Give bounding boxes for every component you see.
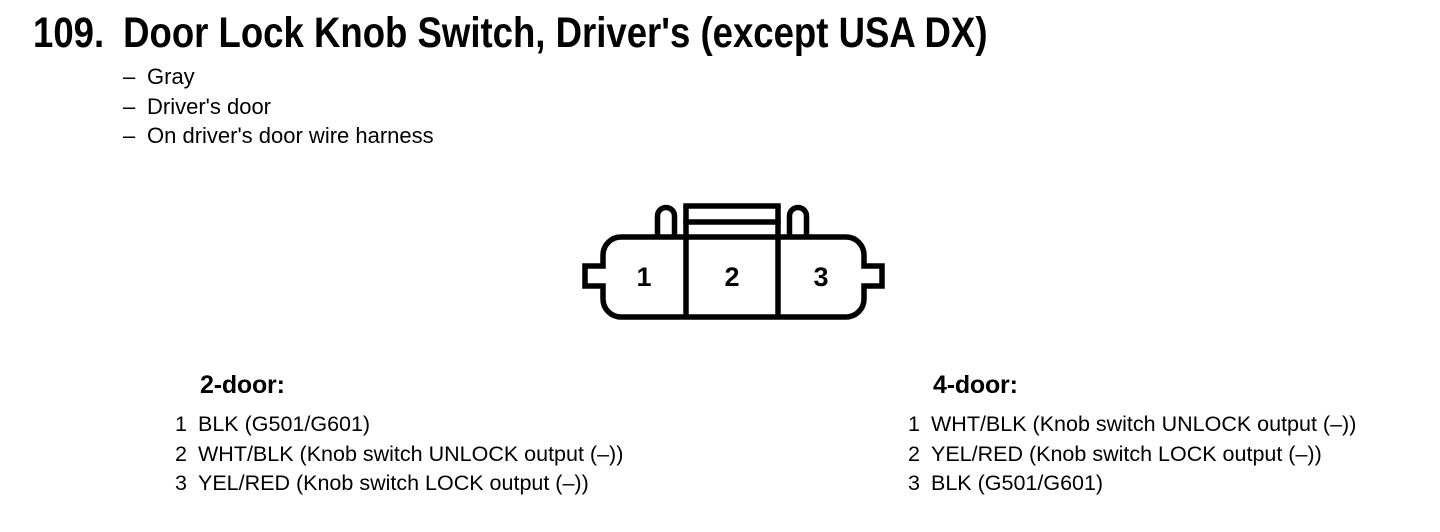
pinout-row: 3 BLK (G501/G601): [908, 469, 1356, 499]
pin-number: 1: [908, 412, 920, 436]
wire-description: YEL/RED (Knob switch LOCK output (–)): [198, 471, 589, 495]
wire-description: WHT/BLK (Knob switch UNLOCK output (–)): [931, 412, 1357, 436]
wire-description: WHT/BLK (Knob switch UNLOCK output (–)): [198, 441, 624, 466]
pin-3-label: 3: [813, 262, 828, 292]
pin-number: 1: [175, 412, 187, 436]
pinout-4door-rows: 1 WHT/BLK (Knob switch UNLOCK output (–)…: [908, 410, 1356, 499]
pinout-row: 2 WHT/BLK (Knob switch UNLOCK output (–)…: [175, 440, 623, 470]
pinout-row: 1 BLK (G501/G601): [175, 410, 623, 440]
pinout-row: 1 WHT/BLK (Knob switch UNLOCK output (–)…: [908, 410, 1356, 440]
dash-glyph: –: [123, 93, 136, 119]
guide-tab-left: [654, 204, 678, 237]
wire-description: YEL/RED (Knob switch LOCK output (–)): [931, 441, 1322, 466]
pin-number: 2: [908, 441, 920, 466]
dash-glyph: –: [123, 123, 136, 148]
attribute-text: Gray: [147, 64, 195, 89]
connector-diagram: 1 2 3: [578, 198, 888, 328]
attribute-text: On driver's door wire harness: [147, 123, 434, 148]
dash-glyph: –: [123, 64, 136, 89]
pinout-row: 2 YEL/RED (Knob switch LOCK output (–)): [908, 440, 1356, 470]
wire-description: BLK (G501/G601): [931, 471, 1104, 495]
page-title: 109. Door Lock Knob Switch, Driver's (ex…: [33, 8, 987, 60]
attribute-line: – Driver's door: [123, 92, 434, 122]
pin-number: 3: [175, 471, 187, 495]
connector-body-outline: [582, 234, 885, 320]
pinout-2door-rows: 1 BLK (G501/G601) 2 WHT/BLK (Knob switch…: [175, 410, 623, 499]
item-number: 109.: [33, 9, 105, 57]
connector-drawing: 1 2 3: [582, 203, 885, 320]
pin-number: 3: [908, 471, 920, 495]
attribute-text: Driver's door: [147, 93, 272, 119]
pinout-4door-heading: 4-door:: [933, 371, 1018, 399]
pinout-2door: 2-door: 1 BLK (G501/G601) 2 WHT/BLK (Kno…: [175, 370, 623, 499]
pinout-2door-heading: 2-door:: [200, 371, 285, 399]
pinout-4door: 4-door: 1 WHT/BLK (Knob switch UNLOCK ou…: [908, 370, 1356, 499]
attribute-list: – Gray – Driver's door – On driver's doo…: [123, 62, 434, 151]
attribute-line: – On driver's door wire harness: [123, 121, 434, 151]
pin-2-label: 2: [724, 262, 739, 292]
guide-tab-right: [786, 204, 810, 237]
attribute-line: – Gray: [123, 62, 434, 92]
pinout-row: 3 YEL/RED (Knob switch LOCK output (–)): [175, 469, 623, 499]
pin-1-label: 1: [636, 262, 651, 292]
pin-number: 2: [175, 441, 187, 466]
item-title: Door Lock Knob Switch, Driver's (except …: [123, 9, 988, 57]
wire-description: BLK (G501/G601): [198, 412, 371, 436]
